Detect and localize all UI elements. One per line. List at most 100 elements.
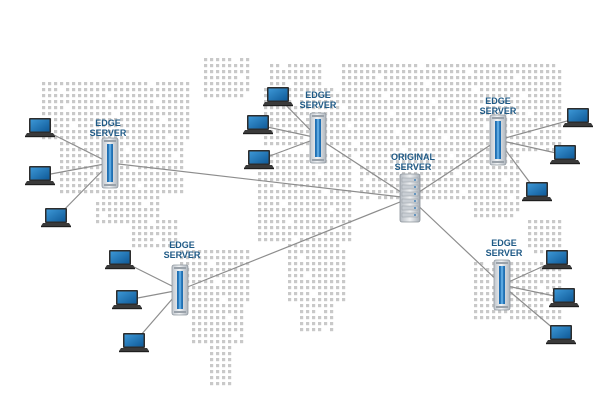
map-dot: [522, 292, 526, 296]
map-dot: [336, 196, 340, 200]
map-dot: [426, 172, 430, 176]
map-dot: [270, 220, 274, 224]
map-dot: [324, 88, 328, 92]
map-dot: [222, 82, 226, 86]
map-dot: [270, 76, 274, 80]
map-dot: [144, 94, 148, 98]
map-dot: [342, 262, 346, 266]
map-dot: [450, 94, 454, 98]
map-dot: [234, 268, 238, 272]
map-dot: [228, 310, 232, 314]
map-dot: [348, 136, 352, 140]
map-dot: [258, 220, 262, 224]
map-dot: [144, 148, 148, 152]
map-dot: [318, 106, 322, 110]
map-dot: [336, 154, 340, 158]
map-dot: [402, 160, 406, 164]
map-dot: [384, 124, 388, 128]
map-dot: [246, 82, 250, 86]
map-dot: [504, 70, 508, 74]
map-dot: [498, 112, 502, 116]
map-dot: [504, 106, 508, 110]
map-dot: [324, 202, 328, 206]
map-dot: [438, 76, 442, 80]
map-dot: [288, 268, 292, 272]
map-dot: [126, 190, 130, 194]
map-dot: [162, 106, 166, 110]
map-dot: [486, 112, 490, 116]
map-dot: [192, 286, 196, 290]
map-dot: [384, 190, 388, 194]
map-dot: [132, 244, 136, 248]
map-dot: [306, 298, 310, 302]
map-dot: [204, 286, 208, 290]
map-dot: [234, 310, 238, 314]
map-dot: [426, 112, 430, 116]
map-dot: [342, 94, 346, 98]
map-dot: [276, 64, 280, 68]
map-dot: [150, 178, 154, 182]
map-dot: [468, 112, 472, 116]
map-dot: [456, 142, 460, 146]
map-dot: [240, 286, 244, 290]
map-dot: [546, 82, 550, 86]
map-dot: [258, 226, 262, 230]
map-dot: [132, 160, 136, 164]
map-dot: [546, 70, 550, 74]
map-dot: [354, 100, 358, 104]
map-dot: [540, 316, 544, 320]
map-dot: [498, 196, 502, 200]
map-dot: [222, 94, 226, 98]
map-dot: [336, 124, 340, 128]
map-dot: [384, 160, 388, 164]
map-dot: [288, 184, 292, 188]
laptop-icon: [542, 250, 572, 270]
map-dot: [342, 136, 346, 140]
map-dot: [330, 106, 334, 110]
map-dot: [534, 136, 538, 140]
map-dot: [60, 190, 64, 194]
map-dot: [228, 292, 232, 296]
map-dot: [132, 184, 136, 188]
map-dot: [354, 94, 358, 98]
map-dot: [306, 82, 310, 86]
map-dot: [126, 196, 130, 200]
map-dot: [480, 196, 484, 200]
map-dot: [330, 274, 334, 278]
map-dot: [462, 82, 466, 86]
map-dot: [294, 130, 298, 134]
map-dot: [414, 166, 418, 170]
map-dot: [294, 196, 298, 200]
map-dot: [294, 82, 298, 86]
map-dot: [294, 166, 298, 170]
map-dot: [390, 76, 394, 80]
map-dot: [396, 184, 400, 188]
map-dot: [366, 94, 370, 98]
map-dot: [96, 94, 100, 98]
map-dot: [216, 292, 220, 296]
map-dot: [552, 232, 556, 236]
map-dot: [174, 118, 178, 122]
map-dot: [510, 166, 514, 170]
map-dot: [156, 190, 160, 194]
map-dot: [168, 226, 172, 230]
map-dot: [132, 220, 136, 224]
map-dot: [450, 130, 454, 134]
map-dot: [198, 250, 202, 254]
map-dot: [126, 82, 130, 86]
map-dot: [420, 148, 424, 152]
map-dot: [108, 190, 112, 194]
map-dot: [60, 112, 64, 116]
map-dot: [288, 154, 292, 158]
map-dot: [246, 76, 250, 80]
map-dot: [426, 64, 430, 68]
map-dot: [540, 298, 544, 302]
map-dot: [438, 136, 442, 140]
map-dot: [492, 202, 496, 206]
map-dot: [282, 124, 286, 128]
map-dot: [522, 262, 526, 266]
map-dot: [294, 286, 298, 290]
map-dot: [300, 154, 304, 158]
map-dot: [174, 238, 178, 242]
map-dot: [456, 118, 460, 122]
